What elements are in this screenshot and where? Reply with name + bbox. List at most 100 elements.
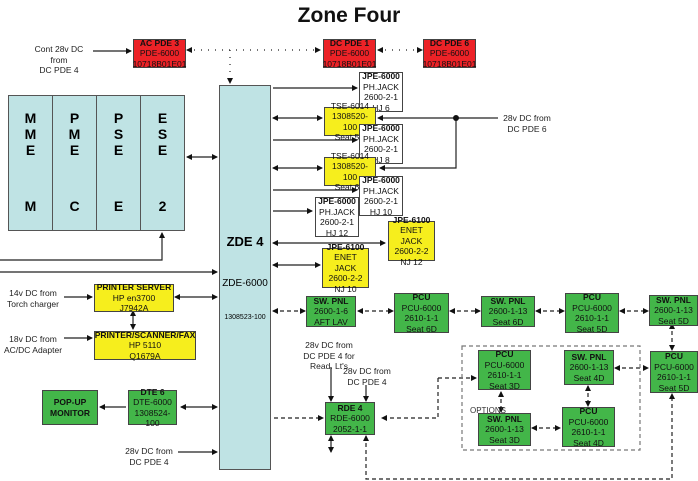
box-line: 2600-1-13 [485, 424, 524, 435]
label-zde-feed: 28v DC from DC PDE 4 [125, 446, 173, 467]
box-line: HJ 10 [369, 206, 393, 217]
box-line: TSE-6014 [330, 150, 370, 161]
box-line: HJ 8 [372, 154, 390, 165]
pcu-seat-4d[interactable]: PCU PCU-6000 2610-1-1 Seat 4D [562, 406, 615, 448]
box-line: Q1679A [129, 350, 161, 361]
enet-box-nj10[interactable]: JPE-6100 ENET JACK 2600-2-2 NJ 10 [322, 242, 369, 294]
box-line: 10718B01E01 [132, 58, 187, 69]
box-line: PCU-6000 [484, 359, 525, 370]
box-line: JPE-6000 [362, 71, 400, 81]
box-line: Seat 6D [492, 316, 524, 327]
printer-scanner-fax-box[interactable]: PRINTER/SCANNER/FAX HP 5110 Q1679A [94, 330, 196, 361]
rack-letter: C [69, 198, 80, 214]
jack-box-hj10[interactable]: JPE-6000 PH.JACK 2600-2-1 HJ 10 [359, 175, 403, 217]
box-line: PCU [412, 292, 431, 302]
box-line: JPE-6000 [362, 123, 400, 133]
rack-column-ese[interactable]: E S E 2 [141, 96, 184, 230]
line-rack-feed [0, 232, 165, 261]
junction-dot [453, 115, 459, 121]
box-line: Seat 5D [658, 315, 689, 326]
box-line: PH.JACK [363, 185, 399, 196]
box-line: 2600-2-1 [363, 196, 399, 206]
box-line: POP-UP [53, 397, 87, 407]
rack-letter: E [157, 142, 168, 158]
box-line: PCU [495, 349, 514, 359]
box-line: JPE-6000 [362, 175, 400, 185]
box-line: PH.JACK [363, 133, 399, 144]
rack-letter: M [24, 110, 37, 126]
box-line: Seat 5D [576, 323, 608, 334]
pcu-seat-6d[interactable]: PCU PCU-6000 2610-1-1 Seat 6D [394, 292, 449, 334]
pcu-seat-5d[interactable]: PCU PCU-6000 2610-1-1 Seat 5D [650, 351, 698, 393]
box-line: PCU [579, 406, 598, 416]
label-rde-feed: 28v DC from DC PDE 4 [343, 366, 391, 387]
sw-panel-aft-lav[interactable]: SW. PNL 2600-1-6 AFT LAV [306, 296, 356, 327]
pcu-seat-3d[interactable]: PCU PCU-6000 2610-1-1 Seat 3D [478, 349, 531, 391]
box-line: SW. PNL [487, 413, 522, 424]
tse-box-seat-6d[interactable]: TSE-6014 1308520-100 Seat 6D [324, 151, 376, 192]
pde-box-dc-pde-6[interactable]: DC PDE 6 PDE-6000 10718B01E01 [423, 37, 477, 69]
box-line: 2610-1-1 [404, 313, 439, 323]
options-label: OPTIONS [470, 406, 507, 415]
box-line: DTE 6 [140, 386, 165, 397]
sw-panel-seat-4d[interactable]: SW. PNL 2600-1-13 Seat 4D [564, 350, 614, 385]
enet-box-nj12[interactable]: JPE-6100 ENET JACK 2600-2-2 NJ 12 [388, 215, 435, 267]
jack-box-hj8[interactable]: JPE-6000 PH.JACK 2600-2-1 HJ 8 [359, 123, 403, 165]
rack-letter: 2 [158, 198, 167, 214]
box-line: JPE-6100 [392, 214, 431, 225]
box-line: 2610-1-1 [487, 370, 522, 380]
box-line: PCU [583, 292, 601, 302]
box-line: PCU-6000 [568, 416, 609, 427]
label-cont-28v: Cont 28v DC from DC PDE 4 [34, 44, 84, 75]
box-line: Seat 5D [658, 382, 690, 393]
pde-box-ac-pde-3[interactable]: AC PDE 3 PDE-6000 10718B01E01 [132, 37, 187, 69]
box-line: 2600-1-13 [488, 306, 528, 317]
zde-4-unit[interactable]: ZDE 4 ZDE-6000 1308523-100 [219, 85, 271, 470]
box-line: HJ 6 [372, 102, 390, 113]
box-line: 2610-1-1 [656, 372, 692, 382]
pcu-seat-5d-top[interactable]: PCU PCU-6000 2610-1-1 Seat 5D [565, 292, 619, 334]
printer-server-box[interactable]: PRINTER SERVER HP en3700 J7942A [94, 282, 174, 313]
box-line: HP 5110 [128, 340, 162, 351]
box-line: JPE-6100 [326, 241, 365, 252]
box-line: PCU [665, 351, 683, 361]
box-line: ENET JACK [334, 252, 357, 273]
rack-column-pme[interactable]: P M E C [53, 96, 97, 230]
sw-panel-seat-3d[interactable]: SW. PNL 2600-1-13 Seat 3D [478, 413, 531, 446]
jack-box-hj12[interactable]: JPE-6000 PH.JACK 2600-2-1 HJ 12 [315, 196, 359, 238]
jack-box-hj6[interactable]: JPE-6000 PH.JACK 2600-2-1 HJ 6 [359, 71, 403, 113]
rack-letter: S [113, 126, 124, 142]
box-line: Seat 3D [489, 380, 520, 391]
box-line: Seat 4D [573, 372, 605, 383]
rde-4-box[interactable]: RDE 4 RDE-6000 2052-1-1 [325, 402, 375, 435]
zde-part: 1308523-100 [224, 314, 266, 321]
box-line: RDE-6000 [330, 413, 370, 424]
popup-monitor-box[interactable]: POP-UP MONITOR [42, 390, 98, 425]
box-line: Seat 6D [334, 182, 366, 192]
box-line: 2600-1-13 [654, 305, 693, 316]
sw-panel-seat-5d[interactable]: SW. PNL 2600-1-13 Seat 5D [649, 295, 698, 326]
box-line: SW. PNL [571, 351, 607, 362]
rack-column-mme[interactable]: M M E M [9, 96, 53, 230]
box-line: 1308520-100 [332, 111, 368, 132]
box-line: NJ 10 [334, 283, 357, 294]
box-line: SW. PNL [490, 295, 526, 306]
dte-6-box[interactable]: DTE 6 DTE-6000 1308524-100 [128, 386, 177, 428]
box-line: 1308520-100 [332, 161, 368, 182]
box-line: JPE-6000 [318, 196, 356, 206]
rack-letter: S [157, 126, 168, 142]
box-line: SW. PNL [656, 294, 691, 305]
pde-box-dc-pde-1[interactable]: DC PDE 1 PDE-6000 10718B01E01 [323, 38, 377, 69]
box-line: DC PDE 6 [429, 37, 470, 48]
sw-panel-seat-6d[interactable]: SW. PNL 2600-1-13 Seat 6D [481, 296, 535, 327]
box-line: Seat 3D [489, 434, 520, 445]
rack-letter: P [69, 110, 80, 126]
zde-model: ZDE-6000 [222, 278, 268, 289]
rack-letter: E [113, 198, 124, 214]
rack-column-pse[interactable]: P S E E [97, 96, 141, 230]
box-line: Seat 4D [573, 437, 604, 448]
options-group [461, 345, 641, 451]
box-line: AC PDE 3 [139, 37, 180, 48]
box-line: PDE-6000 [429, 48, 470, 59]
